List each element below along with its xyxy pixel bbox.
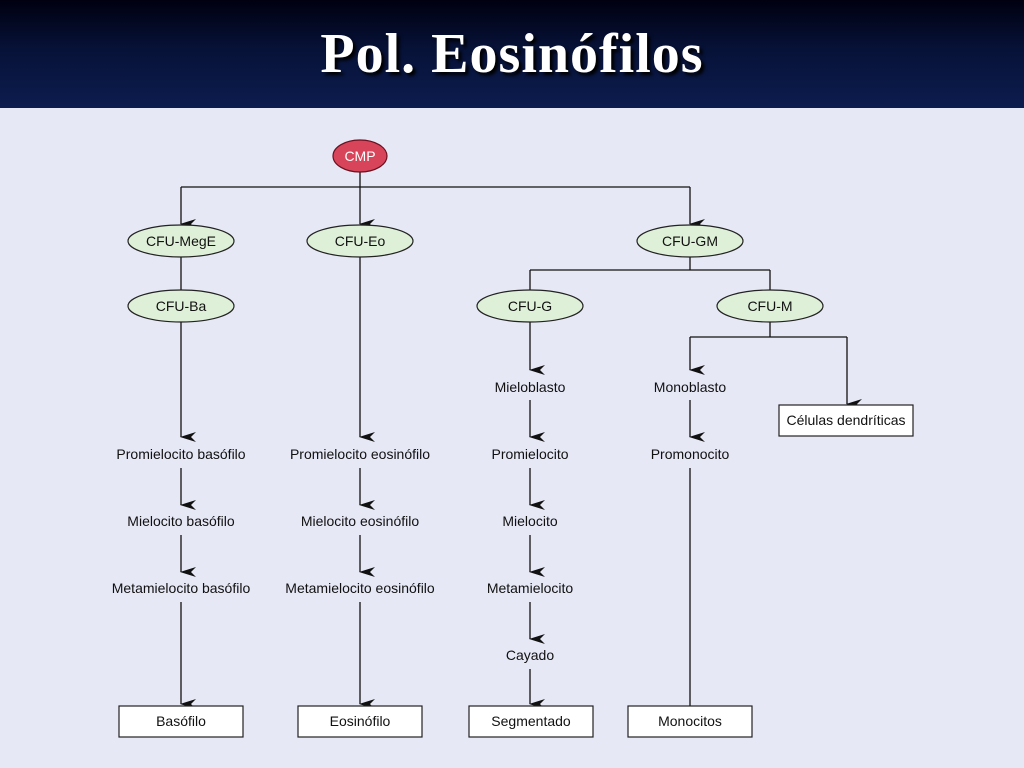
- node-cayado: Cayado: [506, 647, 554, 663]
- node-cfu-gm: CFU-GM: [636, 224, 744, 258]
- node-cfu-m: CFU-M: [716, 289, 824, 323]
- node-eosinofilo-label: Eosinófilo: [330, 713, 391, 729]
- connectors: [180, 172, 862, 709]
- node-cmp-label: CMP: [344, 148, 375, 164]
- node-cfu-gm-label: CFU-GM: [662, 233, 718, 249]
- node-cfu-g: CFU-G: [476, 289, 584, 323]
- node-promielocito-eosinofilo: Promielocito eosinófilo: [290, 446, 430, 462]
- node-eosinofilo: Eosinófilo: [297, 705, 423, 738]
- node-segmentado-label: Segmentado: [491, 713, 571, 729]
- node-mieloblasto: Mieloblasto: [495, 379, 566, 395]
- node-monocitos: Monocitos: [627, 705, 753, 738]
- node-cfu-eo: CFU-Eo: [306, 224, 414, 258]
- node-mielocito: Mielocito: [502, 513, 557, 529]
- node-promonocito: Promonocito: [651, 446, 730, 462]
- node-celulas-dendriticas: Células dendríticas: [778, 404, 914, 437]
- node-metamielocito-basofilo: Metamielocito basófilo: [112, 580, 251, 596]
- node-metamielocito: Metamielocito: [487, 580, 574, 596]
- node-mielocito-basofilo: Mielocito basófilo: [127, 513, 235, 529]
- node-cfu-mege-label: CFU-MegE: [146, 233, 216, 249]
- node-celulas-dendriticas-label: Células dendríticas: [786, 412, 905, 428]
- node-segmentado: Segmentado: [468, 705, 594, 738]
- node-cmp: CMP: [332, 139, 388, 173]
- node-basofilo-label: Basófilo: [156, 713, 206, 729]
- node-monocitos-label: Monocitos: [658, 713, 722, 729]
- node-metamielocito-eosinofilo: Metamielocito eosinófilo: [285, 580, 435, 596]
- node-cfu-eo-label: CFU-Eo: [335, 233, 386, 249]
- title-bar: Pol. Eosinófilos: [0, 0, 1024, 108]
- node-cfu-m-label: CFU-M: [747, 298, 792, 314]
- node-promielocito-basofilo: Promielocito basófilo: [116, 446, 245, 462]
- node-basofilo: Basófilo: [118, 705, 244, 738]
- node-mielocito-eosinofilo: Mielocito eosinófilo: [301, 513, 419, 529]
- node-cfu-g-label: CFU-G: [508, 298, 552, 314]
- node-cfu-ba-label: CFU-Ba: [156, 298, 207, 314]
- slide-title: Pol. Eosinófilos: [320, 23, 704, 85]
- node-promielocito: Promielocito: [491, 446, 568, 462]
- node-cfu-ba: CFU-Ba: [127, 289, 235, 323]
- node-monoblasto: Monoblasto: [654, 379, 727, 395]
- node-cfu-mege: CFU-MegE: [127, 224, 235, 258]
